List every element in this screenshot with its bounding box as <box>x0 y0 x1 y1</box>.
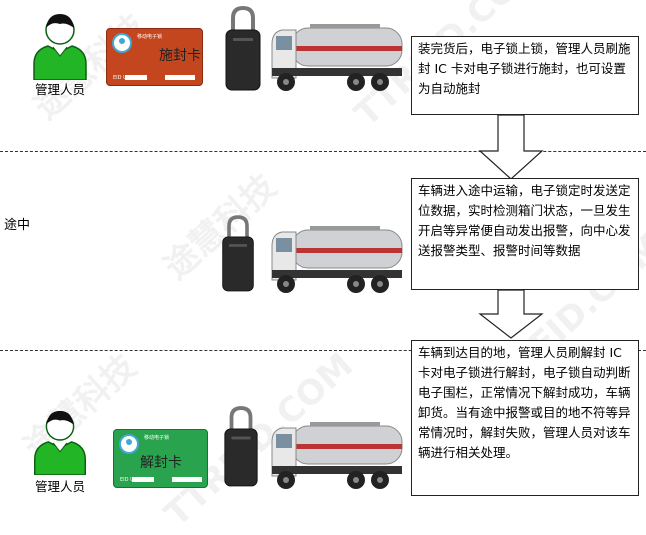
manager-person-icon <box>33 14 87 80</box>
manager-label: 管理人员 <box>34 479 85 494</box>
card-logo-icon <box>112 33 132 53</box>
flow-arrow-down <box>478 115 544 180</box>
manager-person-icon <box>33 410 87 475</box>
seal-card-title: 施封卡 <box>159 48 201 64</box>
card-id-field <box>165 75 195 80</box>
electronic-lock-icon <box>224 406 258 487</box>
card-header: 移动电子锁 <box>144 435 170 441</box>
tanker-truck-icon <box>271 226 403 293</box>
stage-divider <box>0 151 646 152</box>
card-id-field <box>132 477 154 482</box>
card-logo-icon <box>119 434 139 454</box>
unseal-description: 车辆到达目的地，管理人员刷解封 IC 卡对电子锁进行解封，电子锁自动判断电子围栏… <box>411 340 639 496</box>
card-id-field <box>172 477 202 482</box>
unseal-card-title: 解封卡 <box>140 455 182 471</box>
manager-label: 管理人员 <box>34 82 85 97</box>
unseal-card: 移动电子锁 解封卡 EID UID <box>113 429 208 488</box>
electronic-lock-icon <box>225 5 261 91</box>
card-id-field <box>125 75 147 80</box>
tanker-truck-icon <box>271 24 403 91</box>
card-ids: EID UID <box>113 75 133 81</box>
transit-description: 车辆进入途中运输，电子锁定时发送定位数据，实时检测箱门状态，一旦发生开启等异常便… <box>411 178 639 290</box>
seal-card: 移动电子锁 施封卡 EID UID <box>106 28 203 86</box>
stage-divider <box>0 350 646 351</box>
card-ids: EID UID <box>120 477 140 483</box>
electronic-lock-icon <box>222 215 254 292</box>
seal-description: 装完货后，电子锁上锁，管理人员刷施封 IC 卡对电子锁进行施封，也可设置为自动施… <box>411 36 639 115</box>
stage-label-transit: 途中 <box>4 218 31 233</box>
card-header: 移动电子锁 <box>137 34 163 40</box>
flow-arrow-down <box>478 290 544 339</box>
watermark-text: 途慧科技 <box>156 166 285 288</box>
tanker-truck-icon <box>271 422 403 489</box>
